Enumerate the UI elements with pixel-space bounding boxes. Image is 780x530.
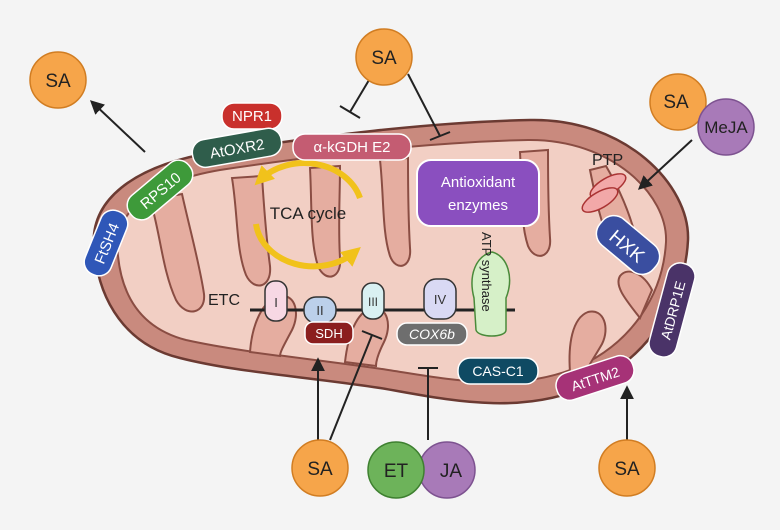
svg-text:Antioxidant: Antioxidant	[441, 174, 516, 191]
sa-arrow-up-left	[89, 100, 146, 153]
regulation-lines	[89, 73, 693, 441]
svg-text:SA: SA	[307, 459, 333, 480]
atp-synthase-label: ATP synthase	[479, 232, 494, 312]
svg-text:ET: ET	[384, 461, 409, 482]
sa-inhibit-complex3	[329, 334, 373, 441]
ptp-label: PTP	[592, 152, 623, 169]
svg-text:enzymes: enzymes	[448, 197, 508, 214]
antioxidant-box: Antioxidant enzymes	[416, 159, 540, 227]
akgdh-box: α-kGDH E2	[292, 133, 412, 161]
sa-circle-bottom-left: SA	[291, 439, 349, 497]
svg-text:III: III	[368, 295, 378, 309]
svg-text:SA: SA	[663, 92, 689, 113]
atoxr2-box: AtOXR2	[191, 127, 283, 169]
sa-inhibit-complex3-bar	[361, 330, 383, 340]
sa-circle-top-left: SA	[29, 51, 87, 109]
atttm2-box: AtTTM2	[555, 354, 635, 402]
svg-text:NPR1: NPR1	[232, 108, 272, 125]
et-circle: ET	[367, 441, 425, 499]
svg-text:CAS-C1: CAS-C1	[472, 363, 524, 379]
svg-text:SDH: SDH	[315, 326, 342, 341]
tca-label: TCA cycle	[270, 204, 347, 223]
svg-text:I: I	[274, 295, 278, 310]
sa-inhibit-antioxidant	[407, 73, 441, 137]
sdh-box: SDH	[304, 321, 354, 345]
svg-text:SA: SA	[45, 71, 71, 92]
svg-text:MeJA: MeJA	[704, 118, 748, 137]
crista	[617, 270, 654, 320]
ja-circle: JA	[418, 441, 476, 499]
meja-circle: MeJA	[697, 98, 755, 156]
complex-iii: III	[361, 282, 385, 320]
atdrp1e-box: AtDRP1E	[648, 262, 696, 358]
ftsh4-box: FtSH4	[83, 209, 129, 277]
rps10-box: RPS10	[126, 159, 194, 221]
cas-c1-box: CAS-C1	[457, 357, 539, 385]
crista	[568, 310, 607, 373]
atp-synthase: ATP synthase	[471, 232, 511, 337]
svg-text:JA: JA	[440, 461, 463, 482]
svg-text:SA: SA	[371, 48, 397, 69]
cristae-group	[148, 148, 654, 373]
sa-circle-right: SA	[649, 73, 707, 131]
sa-inhibit-akgdh-bar	[339, 105, 361, 119]
complex-iv: IV	[423, 278, 457, 320]
meja-arrow-ptp	[637, 139, 693, 190]
sa-circle-bottom-right: SA	[598, 439, 656, 497]
crista	[378, 156, 412, 267]
cox6b-box: COX6b	[396, 322, 468, 346]
crista	[230, 174, 272, 287]
etc-label: ETC	[208, 292, 240, 309]
sa-inhibit-akgdh	[349, 74, 373, 113]
sa-inhibit-antioxidant-bar	[429, 131, 451, 141]
svg-text:α-kGDH E2: α-kGDH E2	[313, 139, 390, 156]
crista	[148, 192, 206, 313]
sa-circle-top: SA	[355, 28, 413, 86]
npr1-box: NPR1	[221, 102, 283, 130]
svg-text:COX6b: COX6b	[409, 326, 455, 342]
svg-text:IV: IV	[434, 292, 447, 307]
tca-cycle	[253, 160, 363, 270]
complex-ii: II	[303, 296, 337, 324]
ptp-pore	[581, 173, 627, 213]
svg-text:SA: SA	[614, 459, 640, 480]
svg-text:II: II	[316, 303, 323, 318]
complex-i: I	[264, 280, 288, 322]
crista	[308, 164, 342, 278]
